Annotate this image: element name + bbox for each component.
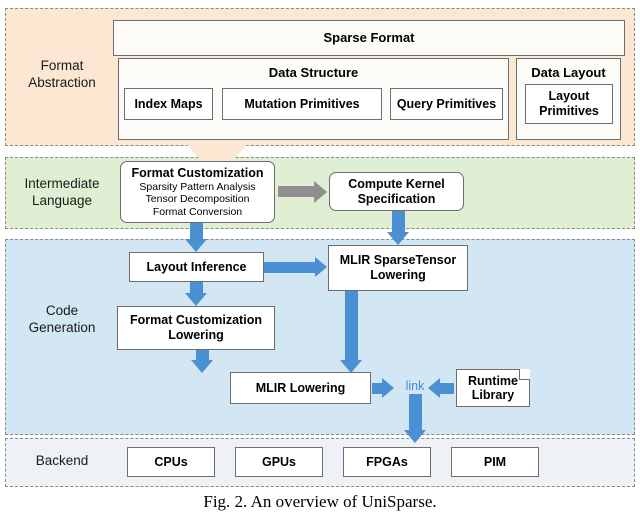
figure-caption: Fig. 2. An overview of UniSparse.	[203, 492, 437, 511]
arrow-runtime-library-to-link	[440, 383, 454, 394]
node-mlir-sparsetensor-lowering: MLIR SparseTensor Lowering	[328, 245, 468, 291]
arrow-head-format-customization-to-compute-kernel	[314, 181, 327, 203]
arrow-head-format-customization-to-layout-inference	[185, 239, 207, 252]
node-backend-gpus: GPUs	[235, 447, 323, 477]
arrow-format-customization-to-compute-kernel	[278, 186, 314, 197]
document-shape	[456, 369, 530, 407]
document-fold-corner-icon	[519, 369, 530, 380]
arrow-layout-inference-to-mlir-sparsetensor	[264, 262, 316, 273]
node-layout-inference: Layout Inference	[129, 252, 264, 282]
node-format-customization-lowering: Format Customization Lowering	[117, 306, 275, 350]
layer-label-format-abstraction: Format Abstraction	[28, 58, 96, 90]
arrow-head-mlir-sparsetensor-to-mlir-lowering	[340, 360, 362, 373]
node-link-label: link	[405, 379, 425, 393]
node-runtime-library: Runtime Library	[456, 369, 530, 407]
arrow-format-customization-to-layout-inference	[190, 223, 203, 240]
arrow-head-runtime-library-to-link	[428, 378, 440, 398]
arrow-head-mlir-lowering-to-link	[382, 378, 394, 398]
arrow-format-customization-lowering-to-mlir-lowering	[196, 350, 209, 361]
arrow-head-layout-inference-to-format-customization-lowering	[185, 293, 207, 306]
node-backend-fpgas: FPGAs	[343, 447, 431, 477]
node-mutation-primitives: Mutation Primitives	[222, 88, 382, 120]
arrow-link-to-backend	[409, 394, 422, 432]
node-format-customization-sub-1: Sparsity Pattern Analysis	[139, 180, 256, 193]
node-mlir-lowering: MLIR Lowering	[230, 372, 371, 404]
arrow-layout-inference-to-format-customization-lowering	[190, 282, 203, 294]
funnel-connector-format-to-intermediate	[183, 140, 251, 162]
node-format-customization-sub-3: Format Conversion	[152, 205, 243, 218]
node-backend-cpus: CPUs	[127, 447, 215, 477]
layer-label-code-generation: Code Generation	[28, 303, 96, 335]
node-runtime-library-text: Runtime Library	[468, 373, 518, 402]
arrow-mlir-lowering-to-link	[372, 383, 383, 394]
arrow-head-format-customization-lowering-to-mlir-lowering	[191, 360, 213, 373]
layer-label-intermediate-language: Intermediate Language	[24, 176, 100, 208]
node-index-maps: Index Maps	[124, 88, 213, 120]
arrow-head-compute-kernel-to-mlir-sparsetensor	[387, 232, 409, 245]
node-backend-pim: PIM	[451, 447, 539, 477]
arrow-compute-kernel-to-mlir-sparsetensor	[392, 211, 405, 233]
arrow-mlir-sparsetensor-to-mlir-lowering	[345, 291, 358, 361]
arrow-head-link-to-backend	[404, 430, 426, 443]
node-format-customization-sub-2: Tensor Decomposition	[145, 193, 250, 206]
node-compute-kernel-specification: Compute Kernel Specification	[329, 172, 464, 211]
arrow-head-layout-inference-to-mlir-sparsetensor	[315, 257, 327, 277]
node-format-customization-title: Format Customization	[131, 166, 264, 181]
node-format-customization: Format Customization Sparsity Pattern An…	[120, 161, 275, 223]
node-layout-primitives: Layout Primitives	[525, 84, 613, 124]
node-sparse-format: Sparse Format	[113, 20, 625, 56]
node-query-primitives: Query Primitives	[390, 88, 503, 120]
layer-label-backend: Backend	[35, 453, 89, 468]
